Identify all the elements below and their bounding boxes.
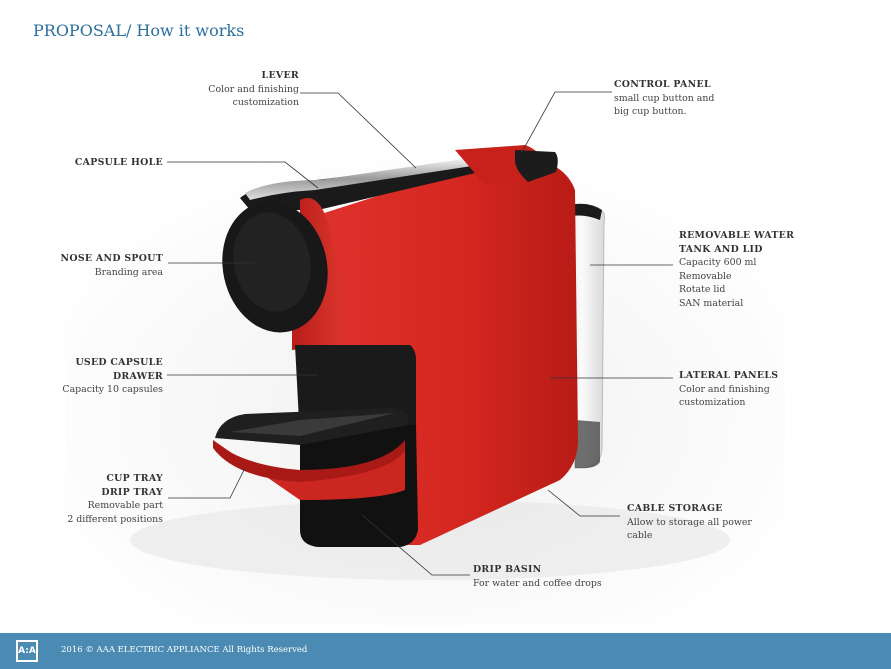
callout-control-panel-heading: CONTROL PANEL bbox=[614, 79, 711, 90]
page-title: PROPOSAL/ How it works bbox=[33, 21, 245, 40]
coffee-machine-diagram bbox=[65, 91, 785, 625]
callout-cable-storage: CABLE STORAGE Allow to storage all power… bbox=[627, 502, 752, 543]
callout-cup-tray: CUP TRAY DRIP TRAY Removable part 2 diff… bbox=[67, 472, 163, 526]
callout-lateral-panels-desc-1: Color and finishing bbox=[679, 383, 770, 395]
callout-water-tank-desc-3: Rotate lid bbox=[679, 284, 726, 295]
callout-control-panel: CONTROL PANEL small cup button and big c… bbox=[614, 78, 714, 119]
callout-drip-basin-heading: DRIP BASIN bbox=[473, 564, 542, 575]
callout-cable-storage-desc-2: cable bbox=[627, 530, 653, 541]
callout-drip-basin-desc-1: For water and coffee drops bbox=[473, 577, 602, 589]
callout-capsule-drawer-heading-2: DRAWER bbox=[113, 370, 163, 382]
cup-tray bbox=[213, 408, 409, 500]
callout-lever-desc-1: Color and finishing bbox=[208, 83, 299, 95]
callout-capsule-drawer-desc-1: Capacity 10 capsules bbox=[62, 384, 163, 395]
callout-water-tank-heading-1: REMOVABLE WATER bbox=[679, 230, 795, 241]
callout-drip-basin: DRIP BASIN For water and coffee drops bbox=[473, 563, 602, 590]
callout-control-panel-desc-1: small cup button and bbox=[614, 92, 715, 104]
callout-lever-desc-2: customization bbox=[232, 97, 299, 108]
company-logo: A:A bbox=[16, 640, 38, 662]
callout-cup-tray-heading-1: CUP TRAY bbox=[106, 473, 163, 484]
control-panel bbox=[515, 150, 558, 182]
callout-water-tank-desc-1: Capacity 600 ml bbox=[679, 257, 757, 268]
callout-capsule-drawer: USED CAPSULE DRAWER Capacity 10 capsules bbox=[62, 356, 163, 397]
callout-lateral-panels-heading: LATERAL PANELS bbox=[679, 370, 779, 381]
callout-water-tank-desc-2: Removable bbox=[679, 270, 732, 282]
callout-nose-spout-heading: NOSE AND SPOUT bbox=[60, 253, 163, 264]
callout-capsule-hole: CAPSULE HOLE bbox=[75, 156, 163, 170]
callout-cup-tray-desc-2: 2 different positions bbox=[67, 513, 163, 525]
callout-water-tank: REMOVABLE WATER TANK AND LID Capacity 60… bbox=[679, 229, 794, 310]
callout-capsule-hole-heading: CAPSULE HOLE bbox=[74, 157, 163, 168]
callout-cup-tray-heading-2: DRIP TRAY bbox=[101, 486, 163, 498]
footer-bar: A:A 2016 © AAA ELECTRIC APPLIANCE All Ri… bbox=[0, 633, 891, 669]
copyright-text: 2016 © AAA ELECTRIC APPLIANCE All Rights… bbox=[61, 645, 308, 655]
callout-lateral-panels-desc-2: customization bbox=[679, 397, 746, 408]
leader-lines bbox=[167, 91, 673, 576]
callout-water-tank-desc-4: SAN material bbox=[679, 297, 744, 309]
callout-cable-storage-desc-1: Allow to storage all power bbox=[627, 516, 752, 528]
callout-nose-spout-desc-1: Branding area bbox=[94, 266, 163, 278]
callout-nose-spout: NOSE AND SPOUT Branding area bbox=[61, 252, 164, 279]
callout-lever: LEVER Color and finishing customization bbox=[208, 69, 299, 110]
callout-cup-tray-desc-1: Removable part bbox=[87, 500, 163, 511]
callout-cable-storage-heading: CABLE STORAGE bbox=[627, 503, 723, 514]
callout-lever-heading: LEVER bbox=[261, 70, 299, 81]
callout-capsule-drawer-heading-1: USED CAPSULE bbox=[75, 357, 163, 368]
callout-water-tank-heading-2: TANK AND LID bbox=[679, 243, 763, 255]
callout-lateral-panels: LATERAL PANELS Color and finishing custo… bbox=[679, 369, 778, 410]
callout-control-panel-desc-2: big cup button. bbox=[614, 106, 687, 117]
